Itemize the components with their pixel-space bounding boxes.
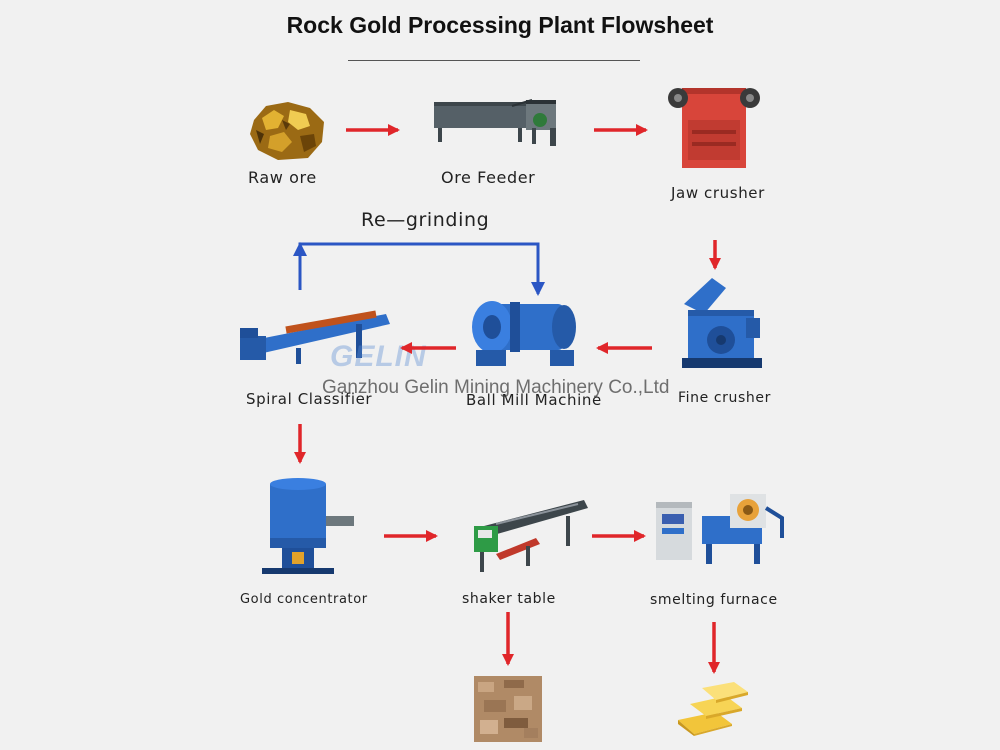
title-underline: [348, 60, 640, 61]
fine-crusher-image: [682, 278, 762, 368]
flowsheet-title: Rock Gold Processing Plant Flowsheet: [286, 12, 714, 38]
regrinding-label: Re—grinding: [361, 209, 490, 231]
gold-concentrator-image: [262, 478, 354, 574]
raw-ore-label: Raw ore: [248, 168, 317, 187]
ball-mill-label: Ball Mill Machine: [466, 391, 602, 409]
ore-feeder-image: [434, 99, 556, 146]
shaker-table-label: shaker table: [462, 591, 556, 607]
ball-mill-image: [472, 301, 576, 366]
ore-feeder-label: Ore Feeder: [441, 168, 536, 187]
regrinding-loop-arrow: [293, 242, 545, 296]
spiral-classifier-image: [240, 310, 390, 364]
gold-concentrator-label: Gold concentrator: [240, 592, 368, 607]
tailings-image: [474, 676, 542, 742]
raw-ore-image: [250, 102, 324, 160]
jaw-crusher-label: Jaw crusher: [671, 184, 765, 202]
gold-bars-image: [678, 682, 748, 736]
smelting-furnace-label: smelting furnace: [650, 592, 778, 608]
smelting-furnace-image: [656, 494, 784, 564]
spiral-classifier-label: Spiral Classifier: [246, 390, 373, 408]
shaker-table-image: [474, 500, 588, 572]
fine-crusher-label: Fine crusher: [678, 390, 771, 406]
watermark-company: Ganzhou Gelin Mining Machinery Co.,Ltd: [322, 377, 670, 398]
jaw-crusher-image: [668, 88, 760, 168]
